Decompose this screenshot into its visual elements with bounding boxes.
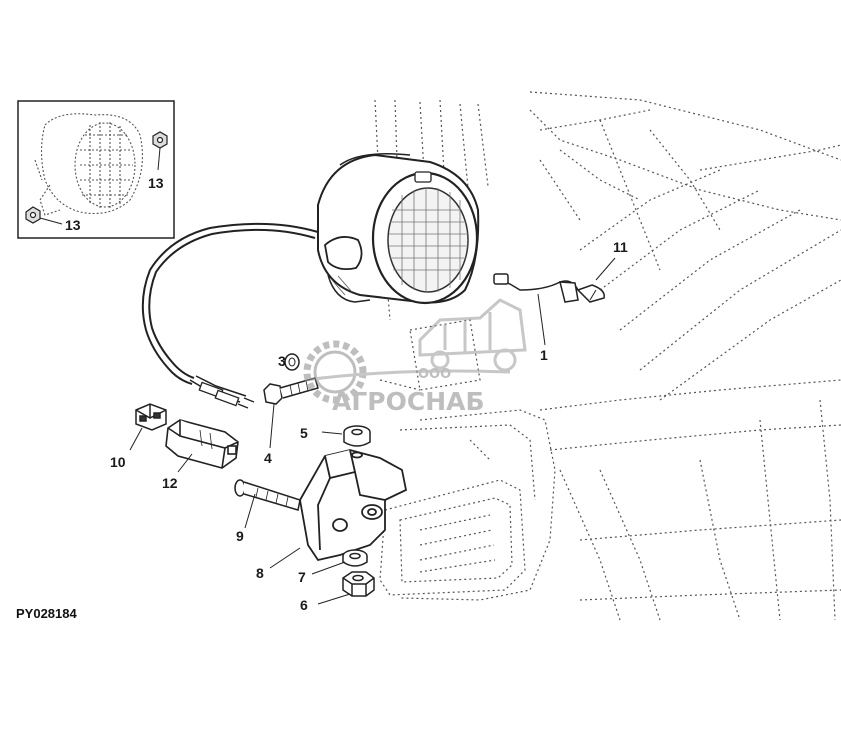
- callout-1: 1: [540, 347, 548, 363]
- callout-3: 3: [278, 353, 286, 369]
- part-11-bulb: [493, 273, 605, 303]
- leader-13-upper: [157, 147, 161, 171]
- part-5-spacer: [343, 425, 371, 447]
- lamp-top-tab: [414, 171, 432, 183]
- callout-13-lower: 13: [65, 217, 81, 233]
- callout-4: 4: [264, 450, 272, 466]
- callout-6: 6: [300, 597, 308, 613]
- leader-4: [269, 403, 275, 449]
- leader-12: [177, 453, 193, 473]
- leader-1: [537, 293, 546, 346]
- part-8-bracket: [299, 449, 408, 562]
- watermark-logo: ООО АГРОСНАБ: [303, 298, 527, 416]
- part-9-bolt: [234, 479, 301, 511]
- callout-12: 12: [162, 475, 178, 491]
- leader-9: [244, 493, 256, 529]
- watermark-prefix: ООО: [418, 367, 451, 382]
- harvester-icon: [418, 298, 527, 372]
- leader-10: [129, 427, 143, 451]
- callout-5: 5: [300, 425, 308, 441]
- callout-8: 8: [256, 565, 264, 581]
- inset-lamp-outline: [34, 113, 143, 216]
- leader-8: [269, 547, 301, 569]
- tractor-body-outline: [374, 91, 841, 621]
- part-10-connector: [135, 403, 167, 431]
- work-light: [317, 153, 480, 305]
- callout-10: 10: [110, 454, 126, 470]
- lamp-harness: [141, 222, 319, 409]
- callout-11: 11: [613, 239, 628, 255]
- leader-13-lower: [39, 217, 63, 225]
- leader-11: [595, 257, 616, 281]
- watermark-swoosh: [304, 369, 511, 382]
- part-7-washer: [342, 549, 368, 567]
- callout-7: 7: [298, 569, 306, 585]
- callout-13-upper: 13: [148, 175, 164, 191]
- lamp-lens: [387, 187, 469, 293]
- callout-9: 9: [236, 528, 244, 544]
- part-12-connector: [165, 419, 239, 469]
- lamp-grommet: [324, 236, 363, 271]
- watermark-name: АГРОСНАБ: [332, 387, 485, 416]
- inset-frame: [17, 100, 175, 239]
- part-3-washer: [284, 353, 300, 371]
- part-6-nut: [342, 571, 375, 597]
- inset-detail: [17, 100, 175, 239]
- leader-7: [311, 561, 346, 575]
- lamp-lens-pattern: [389, 188, 468, 292]
- inset-nut-lower: [25, 206, 41, 224]
- inset-nut-upper: [152, 131, 168, 149]
- leader-6: [317, 593, 351, 605]
- gear-icon: [303, 340, 367, 404]
- part-4-bolt: [263, 377, 319, 405]
- figure-id: PY028184: [16, 606, 77, 621]
- leader-5: [321, 431, 343, 435]
